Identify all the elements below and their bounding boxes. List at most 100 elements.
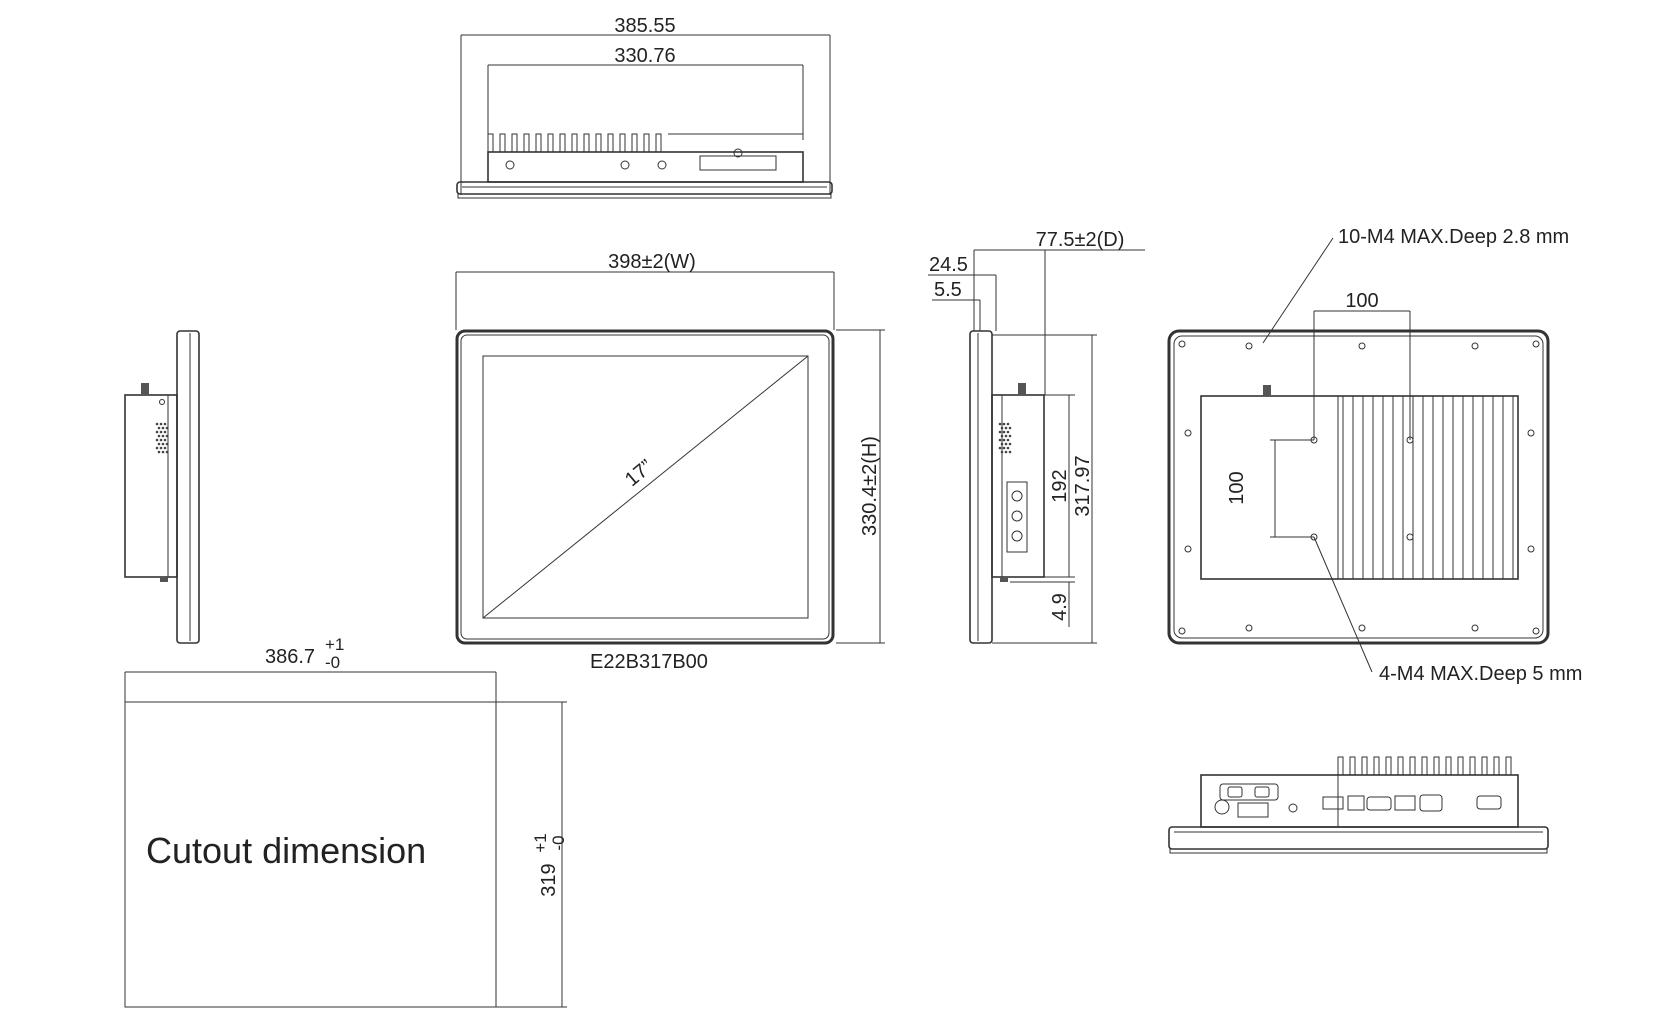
- vent-hole: [161, 450, 165, 454]
- cutout-height-label: 319: [538, 863, 560, 896]
- vent-hole: [998, 446, 1002, 450]
- vent-hole: [998, 422, 1002, 426]
- right-side-view: 77.5±2(D) 24.5 5.5 192 317.97 4.9: [928, 229, 1145, 644]
- cutout-height-minus: -0: [549, 835, 568, 850]
- vent-hole: [161, 442, 165, 446]
- vent-hole: [157, 442, 161, 446]
- top-inner-width-label: 330.76: [614, 45, 675, 67]
- right-vent-grille: [998, 422, 1012, 454]
- vent-hole: [163, 430, 167, 434]
- screw-note-top: 10-M4 MAX.Deep 2.8 mm: [1338, 226, 1569, 248]
- cutout-height-plus: +1: [531, 833, 550, 852]
- screw-hole: [1358, 342, 1366, 350]
- top-heatsink-fins: [487, 133, 668, 153]
- screw-hole: [1527, 429, 1535, 437]
- vent-hole: [163, 446, 167, 450]
- vent-hole: [1004, 434, 1008, 438]
- vent-hole: [155, 422, 159, 426]
- depth-label: 77.5±2(D): [1036, 229, 1125, 251]
- vent-hole: [998, 430, 1002, 434]
- front-width-label: 398±2(W): [608, 251, 696, 273]
- vent-hole: [159, 430, 163, 434]
- screw-hole: [1532, 340, 1540, 348]
- vent-hole: [1000, 442, 1004, 446]
- screw-hole: [1471, 342, 1479, 350]
- vent-hole: [155, 438, 159, 442]
- vent-hole: [1006, 438, 1010, 442]
- screw-hole: [1178, 627, 1186, 635]
- left-vent-grille: [155, 422, 169, 454]
- front-view: 398±2(W) 17” 330.4±2(H) E22B317B00: [455, 251, 885, 673]
- vent-hole: [1004, 450, 1008, 454]
- screw-hole: [1184, 429, 1192, 437]
- vent-hole: [1008, 442, 1012, 446]
- front-height-label: 330.4±2(H): [859, 436, 881, 536]
- cutout-width-label: 386.7: [265, 646, 315, 668]
- vent-hole: [1002, 422, 1006, 426]
- vent-hole: [157, 426, 161, 430]
- vent-hole: [1000, 434, 1004, 438]
- fin-path: [1337, 756, 1518, 776]
- panel-depth-label: 5.5: [934, 279, 962, 301]
- vent-hole: [157, 450, 161, 454]
- vent-hole: [155, 430, 159, 434]
- top-view: 385.55 330.76: [456, 15, 833, 199]
- screen-size-label: 17”: [621, 456, 657, 491]
- screw-hole: [1178, 340, 1186, 348]
- cutout-width-plus: +1: [325, 635, 344, 654]
- vent-hole: [1006, 446, 1010, 450]
- vent-hole: [1000, 426, 1004, 430]
- vent-hole: [1008, 426, 1012, 430]
- vent-hole: [157, 434, 161, 438]
- vent-hole: [163, 438, 167, 442]
- rear-view: 100 100 10-M4 MAX.Deep 2.8 mm 4-M4 MAX.D…: [1167, 226, 1582, 685]
- vent-hole: [161, 426, 165, 430]
- cutout-label: Cutout dimension: [146, 830, 426, 871]
- bottom-io-view: [1168, 756, 1549, 854]
- bottom-offset-label: 4.9: [1049, 593, 1071, 621]
- vent-hole: [1000, 450, 1004, 454]
- screw-hole: [1245, 342, 1253, 350]
- vesa-horizontal-label: 100: [1345, 290, 1378, 312]
- vent-hole: [1004, 426, 1008, 430]
- vent-hole: [155, 446, 159, 450]
- screw-hole: [1184, 545, 1192, 553]
- cutout-width-minus: -0: [325, 653, 340, 672]
- vent-hole: [159, 446, 163, 450]
- screw-note-bottom: 4-M4 MAX.Deep 5 mm: [1379, 663, 1582, 685]
- vent-hole: [165, 442, 169, 446]
- vent-hole: [1004, 442, 1008, 446]
- vent-hole: [1002, 430, 1006, 434]
- screw-hole: [1532, 627, 1540, 635]
- rear-mounting-screws: [1178, 340, 1540, 635]
- vent-hole: [998, 438, 1002, 442]
- bottom-heatsink-fins: [1337, 756, 1518, 776]
- cutout-dimension: 386.7 +1 -0 Cutout dimension 319 +1 -0: [124, 635, 568, 1008]
- left-side-view: [124, 330, 200, 644]
- vent-hole: [159, 422, 163, 426]
- vent-hole: [163, 422, 167, 426]
- vent-hole: [1008, 434, 1012, 438]
- vent-hole: [165, 450, 169, 454]
- rear-heatsink-fins: [1342, 396, 1514, 579]
- vent-hole: [159, 438, 163, 442]
- screw-hole: [1245, 624, 1253, 632]
- bezel-depth-label: 24.5: [929, 254, 968, 276]
- vent-hole: [1006, 430, 1010, 434]
- top-outer-width-label: 385.55: [614, 15, 675, 37]
- vesa-vertical-label: 100: [1226, 471, 1248, 504]
- vent-hole: [1002, 446, 1006, 450]
- overall-height-label: 317.97: [1072, 455, 1094, 516]
- fin-path: [487, 133, 668, 153]
- vent-hole: [165, 426, 169, 430]
- vent-hole: [161, 434, 165, 438]
- vent-hole: [165, 434, 169, 438]
- screw-hole: [1358, 624, 1366, 632]
- model-number: E22B317B00: [590, 651, 708, 673]
- box-height-label: 192: [1049, 469, 1071, 502]
- vent-hole: [1008, 450, 1012, 454]
- vent-hole: [1006, 422, 1010, 426]
- screw-hole: [1471, 624, 1479, 632]
- vent-hole: [1002, 438, 1006, 442]
